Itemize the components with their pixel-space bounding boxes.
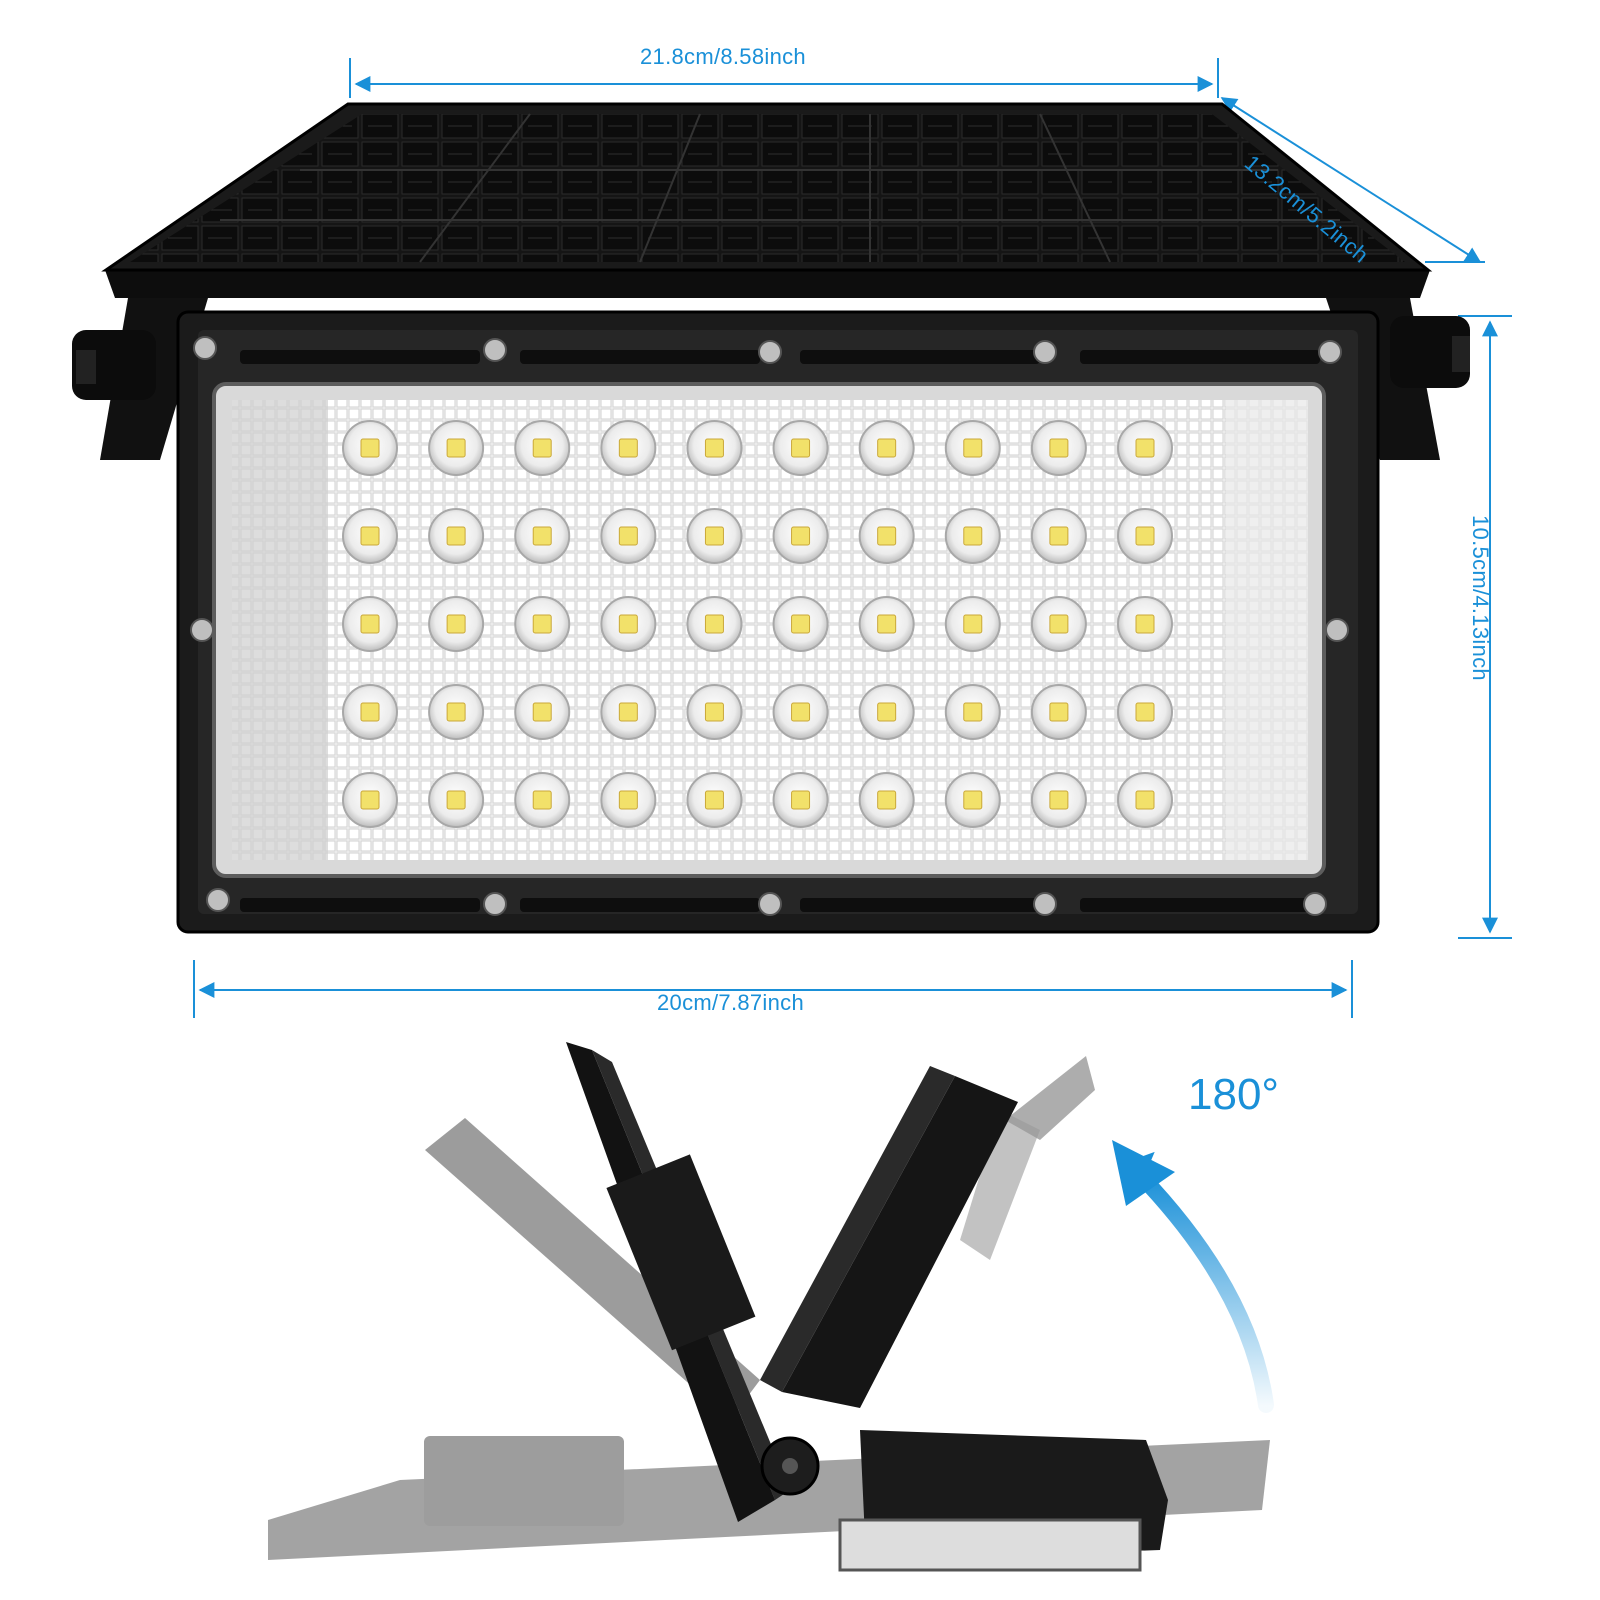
panel-width-label: 21.8cm/8.58inch: [640, 44, 806, 69]
led: [600, 772, 657, 828]
led: [428, 596, 485, 652]
fold-illustration: [268, 1042, 1274, 1572]
led: [342, 772, 398, 828]
led: [514, 684, 571, 740]
led: [428, 684, 485, 740]
led: [858, 508, 915, 564]
led: [1117, 772, 1173, 828]
led: [428, 420, 485, 476]
led: [944, 420, 1001, 476]
rotation-angle-label: 180°: [1188, 1070, 1280, 1119]
led: [600, 420, 657, 476]
led: [944, 772, 1001, 828]
led: [1117, 684, 1173, 740]
led: [1030, 420, 1087, 476]
led: [686, 772, 743, 828]
led: [858, 420, 915, 476]
led: [1030, 596, 1087, 652]
led: [772, 596, 829, 652]
led: [1030, 772, 1087, 828]
led-array: [342, 420, 1173, 828]
led: [686, 684, 743, 740]
led: [944, 508, 1001, 564]
led: [772, 420, 829, 476]
led: [1117, 420, 1173, 476]
led: [600, 596, 657, 652]
led: [600, 508, 657, 564]
lamp-height-label: 10.5cm/4.13inch: [1468, 515, 1493, 681]
led: [1117, 596, 1173, 652]
led: [772, 508, 829, 564]
led: [514, 772, 571, 828]
led: [858, 684, 915, 740]
led: [1030, 684, 1087, 740]
led: [342, 420, 398, 476]
led: [428, 508, 485, 564]
led: [514, 420, 571, 476]
led: [686, 420, 743, 476]
led: [514, 508, 571, 564]
led: [686, 508, 743, 564]
led: [944, 684, 1001, 740]
dimension-lines: [193, 58, 1512, 1018]
lamp-width-label: 20cm/7.87inch: [657, 990, 804, 1015]
solar-panel: [101, 102, 1433, 298]
led: [858, 596, 915, 652]
led: [686, 596, 743, 652]
led: [772, 772, 829, 828]
led: [944, 596, 1001, 652]
led: [342, 508, 398, 564]
led: [600, 684, 657, 740]
led: [858, 772, 915, 828]
led: [1117, 508, 1173, 564]
led: [342, 596, 398, 652]
led: [772, 684, 829, 740]
led: [428, 772, 485, 828]
led: [1030, 508, 1087, 564]
led: [342, 684, 398, 740]
led: [514, 596, 571, 652]
